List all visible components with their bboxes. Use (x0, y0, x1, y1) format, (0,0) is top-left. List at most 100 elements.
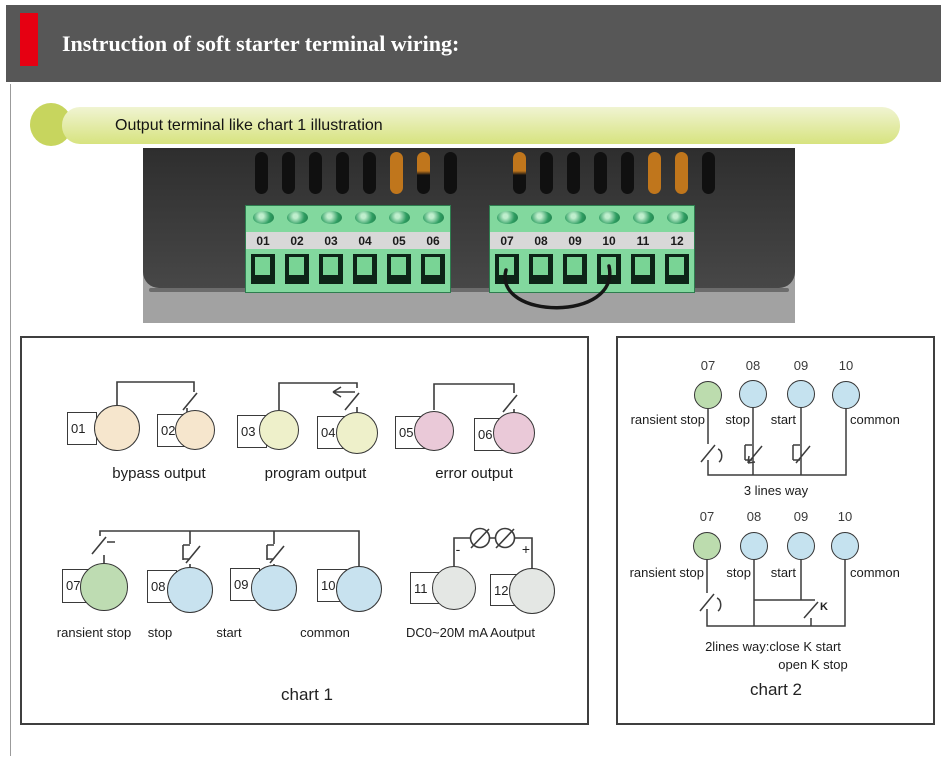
terminal-circle-06 (493, 412, 535, 454)
pair-label-error: error output (435, 465, 513, 482)
terminal-number: 07 (500, 234, 514, 248)
terminal-screw (321, 211, 342, 224)
vent-slot (363, 152, 376, 194)
terminal-cell: 06 (416, 206, 450, 292)
c2b-circle-08 (740, 532, 768, 560)
terminal-screw (633, 211, 654, 224)
terminal-number: 09 (568, 234, 582, 248)
terminal-screw (667, 211, 688, 224)
c2-number-09: 09 (793, 358, 809, 373)
terminal-circle-01 (94, 405, 140, 451)
terminal-circle-05 (414, 411, 454, 451)
terminal-circle-09 (251, 565, 297, 611)
device-bottom-edge (149, 288, 789, 292)
c2-circle-10 (832, 381, 860, 409)
vent-slot (282, 152, 295, 194)
terminal-cells: 01 02 03 04 05 06 (246, 206, 450, 292)
vent-slot (336, 152, 349, 194)
terminal-number: 06 (426, 234, 440, 248)
k-switch-label: K (820, 601, 828, 613)
red-accent-bar (20, 13, 38, 66)
chart2-caption: chart 2 (750, 680, 802, 699)
c2b-circle-09 (787, 532, 815, 560)
page-header: Instruction of soft starter terminal wir… (6, 5, 941, 82)
c2b-number-09: 09 (793, 509, 809, 524)
plus-sign: + (521, 541, 531, 557)
c2-number-08: 08 (745, 358, 761, 373)
terminal-screw (253, 211, 274, 224)
vent-slots-right (513, 152, 715, 194)
terminal-screw (531, 211, 552, 224)
c2-top-caption: 3 lines way (743, 483, 809, 498)
vent-slot (621, 152, 634, 194)
terminal-cell: 11 (626, 206, 660, 292)
c2b-circle-07 (693, 532, 721, 560)
terminal-socket (353, 254, 377, 284)
vent-slot (540, 152, 553, 194)
vent-slot (390, 152, 403, 194)
terminal-screw (497, 211, 518, 224)
terminal-cell: 12 (660, 206, 694, 292)
terminal-socket (251, 254, 275, 284)
c2b-label-common: common (850, 565, 900, 580)
terminal-number: 12 (670, 234, 684, 248)
vent-slot (417, 152, 430, 194)
terminal-number: 11 (636, 234, 650, 248)
terminal-cell: 08 (524, 206, 558, 292)
c2-circle-08 (739, 380, 767, 408)
terminal-circle-02 (175, 410, 215, 450)
terminal-circle-11 (432, 566, 476, 610)
terminal-number: 08 (534, 234, 548, 248)
label-strip (246, 232, 450, 249)
c2-label-common: common (850, 412, 900, 427)
terminal-socket (421, 254, 445, 284)
terminal-socket (665, 254, 689, 284)
label-start: start (216, 625, 242, 640)
terminal-socket (387, 254, 411, 284)
c2-number-10: 10 (838, 358, 854, 373)
c2b-label-stop: stop (726, 565, 751, 580)
banner-text: Output terminal like chart 1 illustratio… (115, 117, 383, 134)
c2-number-07: 07 (700, 358, 716, 373)
terminal-circle-08 (167, 567, 213, 613)
terminal-cell: 05 (382, 206, 416, 292)
terminal-box-01: 01 (67, 412, 97, 445)
terminal-screw (599, 211, 620, 224)
label-strip (490, 232, 694, 249)
minus-sign: - (455, 541, 461, 557)
c2b-label-transient: ransient stop (629, 565, 704, 580)
jumper-wire (503, 264, 612, 310)
c2b-label-start: start (770, 565, 796, 580)
section-banner: Output terminal like chart 1 illustratio… (62, 107, 900, 144)
c2b-circle-10 (831, 532, 859, 560)
terminal-socket (563, 254, 587, 284)
c2-label-stop: stop (725, 412, 750, 427)
vent-slot (309, 152, 322, 194)
terminal-number: 05 (392, 234, 406, 248)
c2b-number-08: 08 (746, 509, 762, 524)
label-common: common (300, 625, 350, 640)
chart2-box: 07 08 09 10 ransient stop stop start com… (616, 336, 935, 725)
c2-bottom-caption-2: open K stop (778, 657, 848, 672)
chart2-wiring-svg (699, 408, 847, 627)
terminal-cells: 07 08 09 10 11 12 (490, 206, 694, 292)
terminal-cell: 01 (246, 206, 280, 292)
vent-slot (567, 152, 580, 194)
chart1-wiring-svg (91, 381, 533, 569)
label-analog-output: DC0~20M mA Aoutput (406, 625, 535, 640)
terminal-screw (287, 211, 308, 224)
terminal-screw (355, 211, 376, 224)
pair-label-bypass: bypass output (112, 465, 206, 482)
terminal-socket (529, 254, 553, 284)
terminal-circle-07 (80, 563, 128, 611)
terminal-circle-12 (509, 568, 555, 614)
vent-slot (702, 152, 715, 194)
label-stop: stop (147, 625, 173, 640)
vent-slot (513, 152, 526, 194)
terminal-number: 01 (256, 234, 270, 248)
vent-slot (675, 152, 688, 194)
label-transient-stop: ransient stop (56, 625, 132, 640)
terminal-screw (565, 211, 586, 224)
vent-slot (444, 152, 457, 194)
terminal-socket (631, 254, 655, 284)
